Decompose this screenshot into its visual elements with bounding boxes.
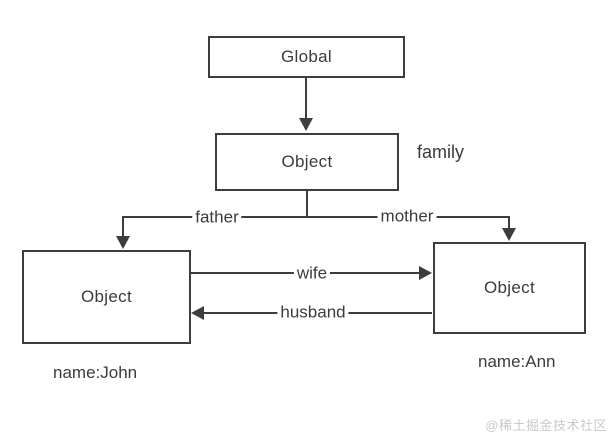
node-global: Global [208, 36, 405, 78]
annotation-family: family [417, 142, 465, 162]
edge-label-mother: mother [377, 207, 437, 227]
annotation-name-ann: name:Ann [478, 352, 556, 371]
node-family-object-label: Object [281, 152, 333, 171]
node-family-object: Object [215, 133, 399, 191]
watermark-text: @稀土掘金技术社区 [485, 418, 607, 433]
edge-label-husband: husband [277, 303, 349, 323]
node-john-object-label: Object [81, 287, 132, 306]
edge-label-wife: wife [293, 264, 331, 284]
annotation-name-john: name:John [53, 363, 138, 382]
node-ann-object-label: Object [484, 278, 535, 297]
arrowhead-right-wife [419, 266, 432, 280]
arrowhead-down-ann [502, 228, 516, 241]
arrowhead-down-john [116, 236, 130, 249]
node-ann-object: Object [433, 242, 586, 334]
node-john-object: Object [22, 250, 191, 344]
node-global-label: Global [281, 47, 332, 66]
edge-label-father: father [192, 208, 242, 228]
arrowhead-left-husband [191, 306, 204, 320]
arrowhead-down-family [299, 118, 313, 131]
